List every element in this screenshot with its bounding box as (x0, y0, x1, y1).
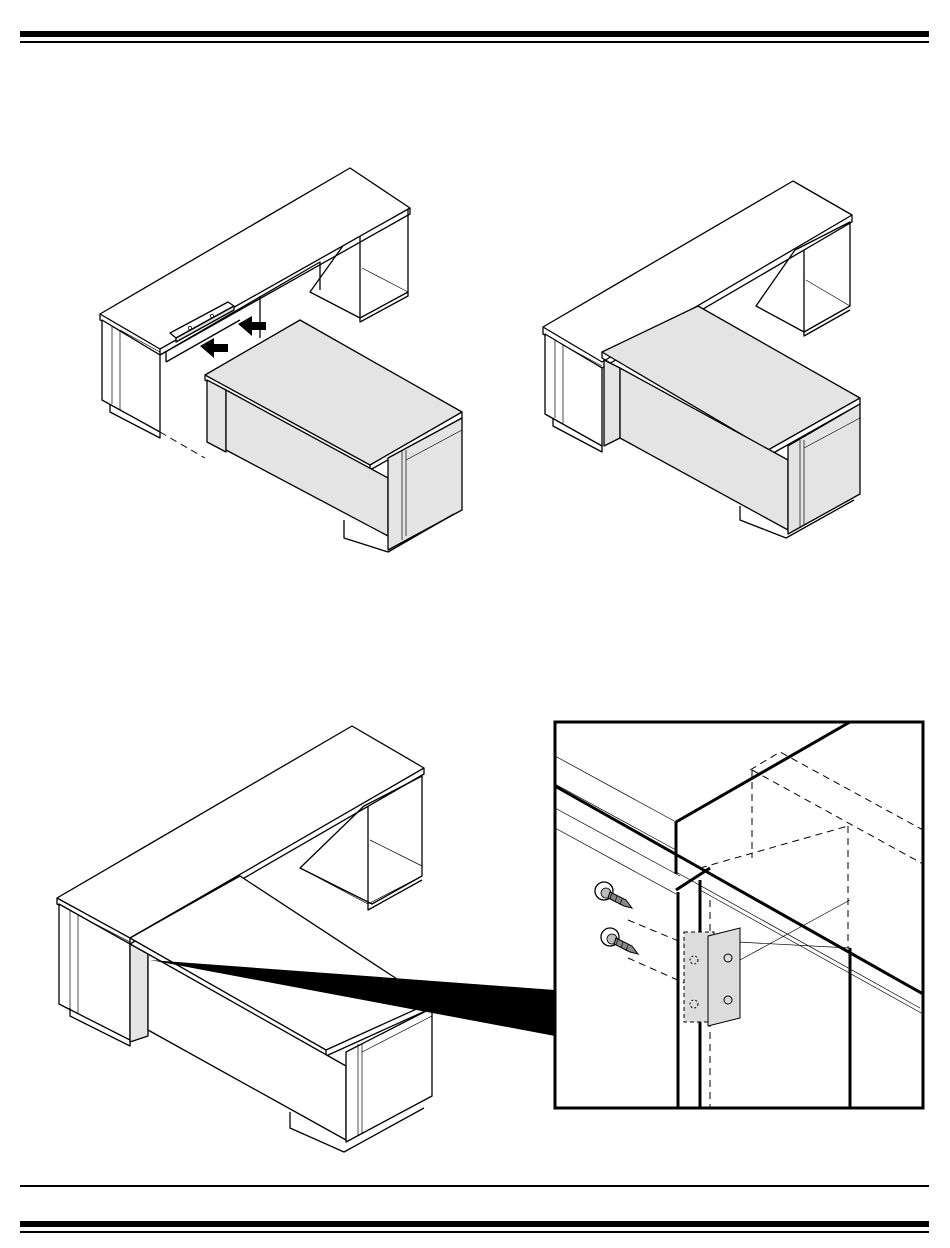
footer-rule-thin (20, 1185, 929, 1187)
footer-rule-thin-bottom (20, 1231, 929, 1233)
footer-rule-thick (20, 1221, 929, 1227)
bracket-icon (684, 928, 740, 1026)
